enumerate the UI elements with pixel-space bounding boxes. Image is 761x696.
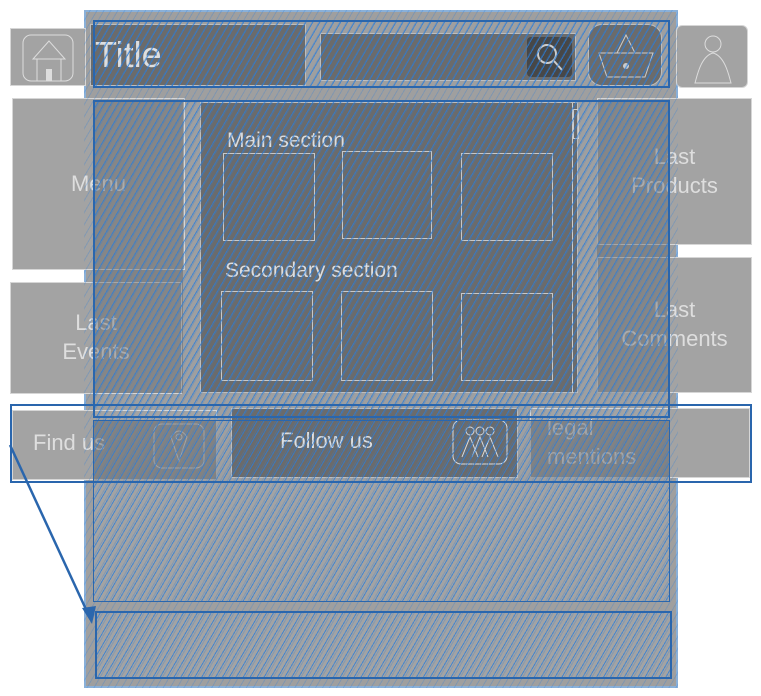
main-frame [93, 100, 670, 418]
home-icon [22, 34, 74, 82]
target-frame [95, 611, 672, 679]
user-icon [694, 35, 732, 84]
footer-inner-frame [93, 420, 670, 602]
header-frame [93, 20, 670, 88]
footer-frame [10, 404, 752, 483]
home-button[interactable] [10, 28, 86, 86]
user-button[interactable] [676, 25, 748, 88]
